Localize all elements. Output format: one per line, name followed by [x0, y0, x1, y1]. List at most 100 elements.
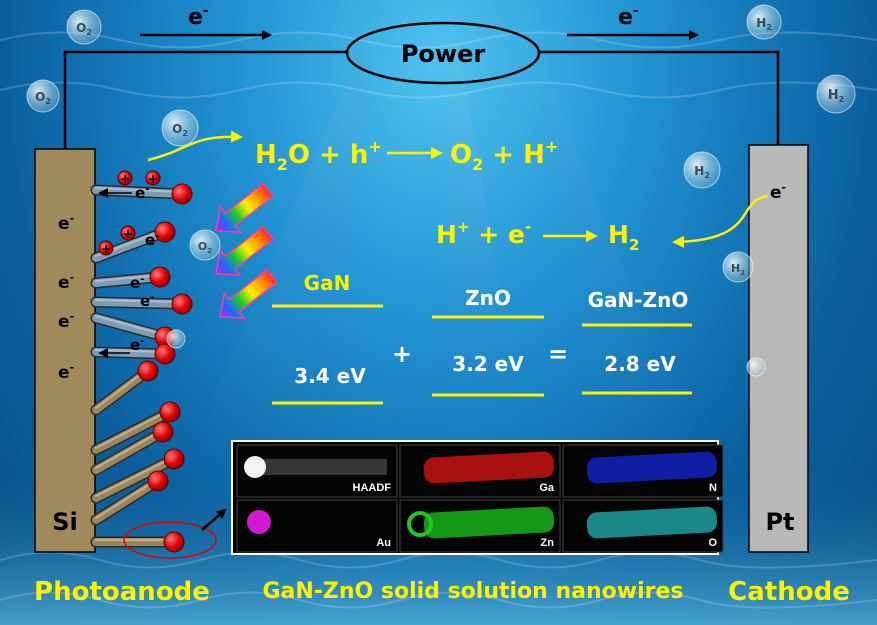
equals-sign: = — [548, 340, 568, 368]
svg-text:O2: O2 — [198, 240, 212, 255]
hole: + — [120, 225, 136, 241]
light-arrow — [215, 225, 274, 277]
nanowire — [90, 360, 159, 416]
plus-sign: + — [392, 340, 412, 368]
cathode-electron-label: e- — [770, 181, 786, 203]
eds-map-label: Ga — [539, 482, 555, 494]
eds-map-label: Zn — [541, 537, 555, 549]
oxidation-rhs: O2 + H+ — [450, 137, 558, 174]
svg-text:H2: H2 — [756, 16, 772, 32]
small-bubble — [746, 357, 766, 377]
h2-bubble: H2 — [746, 4, 782, 40]
svg-text:O2: O2 — [76, 21, 92, 37]
cathode-label: Cathode — [728, 577, 850, 607]
o2-bubble: O2 — [189, 229, 221, 261]
svg-text:H2: H2 — [694, 164, 710, 180]
eds-map-label: O — [708, 537, 717, 549]
nanowire — [90, 421, 174, 476]
cathode-material-label: Pt — [765, 508, 794, 536]
cathode-electrode — [748, 144, 809, 553]
o2-bubble: O2 — [161, 109, 199, 147]
au-catalyst-tip — [137, 360, 159, 382]
ganzno-value: 2.8 eV — [604, 352, 676, 376]
power-label: Power — [401, 40, 486, 68]
au-catalyst-tip — [147, 470, 169, 492]
gan-value: 3.4 eV — [294, 364, 366, 388]
water-ripples — [0, 31, 877, 609]
h2-bubble: H2 — [722, 251, 754, 283]
o2-bubble: O2 — [66, 9, 102, 45]
electron-label: e- — [58, 310, 74, 332]
eds-map-cell: Ga — [399, 444, 561, 498]
eds-map-cell: HAADF — [236, 444, 398, 498]
eds-map-cell: Au — [236, 499, 398, 553]
reduction-lhs: H+ + e- — [436, 218, 531, 249]
nanowire-electron-label: e- — [130, 336, 144, 354]
hole: + — [98, 240, 114, 256]
eds-map-label: Au — [376, 537, 391, 549]
au-catalyst-tip — [154, 221, 176, 243]
svg-text:O2: O2 — [172, 122, 188, 138]
zno-value: 3.2 eV — [452, 352, 524, 376]
svg-text:+: + — [101, 242, 111, 256]
au-catalyst-tip — [154, 343, 176, 365]
eds-map-label: N — [709, 482, 717, 494]
gas-bubbles: O2 O2 O2 O2 H2 H2 H2 H2 — [26, 4, 856, 377]
ganzno-label: GaN-ZnO — [588, 288, 689, 312]
eds-map-cell: O — [562, 499, 724, 553]
hole: + — [145, 170, 161, 186]
circuit-wire-left — [63, 50, 347, 150]
electron-label-circuit-right: e- — [618, 3, 639, 30]
au-catalyst-tip — [171, 183, 193, 205]
au-catalyst-tip — [159, 401, 181, 423]
photoanode-material-label: Si — [52, 508, 78, 536]
eds-map-panel: HAADF Ga N Au Zn O — [231, 440, 724, 555]
au-catalyst-tip — [163, 448, 185, 470]
oxidation-lhs: H2O + h+ — [255, 137, 382, 174]
electron-label: e- — [58, 212, 74, 234]
nanowire — [90, 448, 185, 504]
eds-map-cell: Zn — [399, 499, 561, 553]
nanowire-electron-label: e- — [135, 184, 149, 202]
photoanode-electrode — [34, 148, 96, 553]
small-bubble — [166, 329, 186, 349]
holes: + + + + — [98, 170, 161, 256]
nanowire — [90, 266, 171, 289]
light-arrow — [219, 268, 278, 320]
power-source — [345, 21, 541, 85]
au-catalyst-tip — [163, 531, 185, 553]
h2-bubble: H2 — [816, 74, 856, 114]
zoom-pointer-arrow — [201, 508, 227, 531]
nanowire — [90, 293, 193, 315]
nanowire — [90, 401, 181, 456]
hole: + — [117, 170, 133, 186]
eds-map-label: HAADF — [353, 482, 392, 494]
eds-map-cell: N — [562, 444, 724, 498]
nanowire-electron-label: e- — [145, 231, 159, 249]
au-catalyst-tip — [171, 293, 193, 315]
gan-label: GaN — [304, 271, 351, 295]
nanowire-label: GaN-ZnO solid solution nanowires — [262, 579, 683, 604]
photoanode-electrons: e- e- e- e- — [58, 212, 74, 383]
electron-label: e- — [58, 271, 74, 293]
svg-text:O2: O2 — [35, 90, 51, 106]
nanowire — [90, 470, 169, 526]
au-catalyst-tip — [152, 421, 174, 443]
photoanode-label: Photoanode — [34, 577, 210, 607]
svg-text:+: + — [123, 227, 133, 241]
svg-text:+: + — [148, 172, 158, 186]
zno-label: ZnO — [465, 286, 511, 310]
svg-text:H2: H2 — [828, 88, 844, 104]
circuit-wire-right — [539, 50, 780, 145]
nanowire-electron-label: e- — [130, 274, 144, 292]
sunlight-arrows — [215, 182, 278, 320]
nanowire-electron-label: e- — [140, 292, 154, 310]
electron-label: e- — [58, 361, 74, 383]
band-gap-diagram: GaN 3.4 eV + ZnO 3.2 eV = GaN-ZnO 2.8 eV — [272, 271, 692, 405]
svg-text:H2: H2 — [731, 262, 745, 277]
light-arrow — [215, 182, 274, 234]
zoom-highlight-ring — [123, 521, 217, 559]
au-catalyst-tip — [149, 266, 171, 288]
nanowire — [90, 183, 193, 205]
